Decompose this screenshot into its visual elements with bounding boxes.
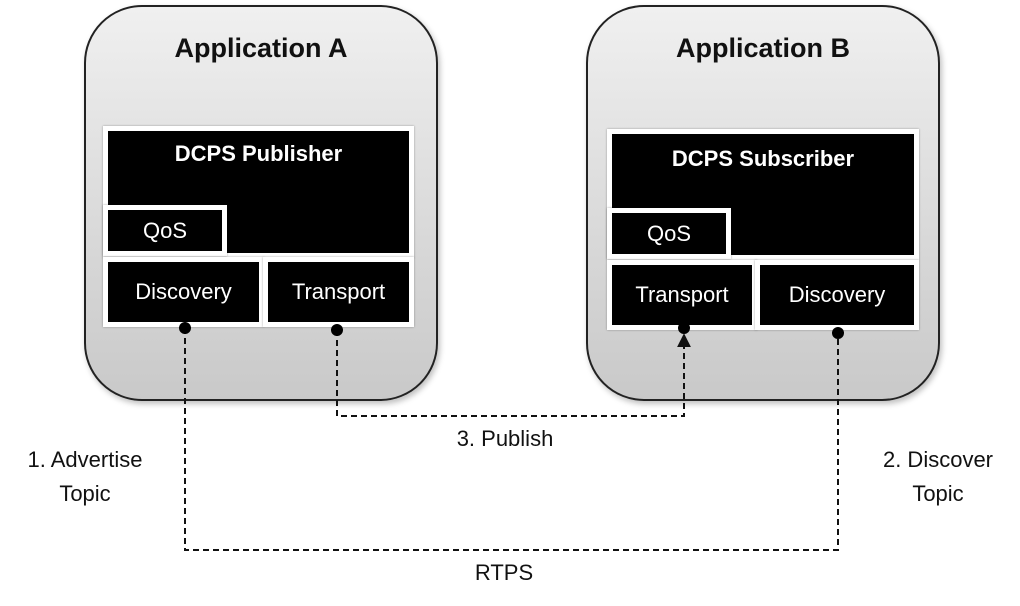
- rtps-discovery-line: [184, 328, 839, 551]
- discover-label-line1: 2. Discover: [882, 447, 994, 472]
- publisher-discovery-block: Discovery: [103, 257, 264, 327]
- subscriber-transport-endpoint-dot: [678, 322, 690, 334]
- publish-line: [336, 330, 691, 417]
- subscriber-qos-block: QoS: [607, 208, 731, 259]
- dcps-publisher-title: DCPS Publisher: [174, 141, 343, 166]
- dcps-subscriber-title: DCPS Subscriber: [671, 146, 855, 171]
- publish-label: 3. Publish: [456, 426, 554, 451]
- subscriber-discovery-endpoint-dot: [832, 327, 844, 339]
- publisher-transport-block: Transport: [263, 257, 414, 327]
- rtps-label: RTPS: [474, 560, 534, 585]
- discover-topic-label: 2. Discover Topic: [858, 443, 1018, 511]
- advertise-topic-label: 1. Advertise Topic: [5, 443, 165, 511]
- publisher-qos-block: QoS: [103, 205, 227, 256]
- dcps-publisher-block: DCPS Publisher: [103, 126, 414, 258]
- application-a-title: Application A: [174, 33, 348, 63]
- advertise-label-line1: 1. Advertise: [27, 447, 143, 472]
- application-b-title: Application B: [676, 33, 850, 63]
- advertise-label-line2: Topic: [59, 481, 111, 506]
- subscriber-transport-block: Transport: [607, 260, 757, 330]
- discover-label-line2: Topic: [912, 481, 964, 506]
- publisher-discovery-endpoint-dot: [179, 322, 191, 334]
- publisher-transport-endpoint-dot: [331, 324, 343, 336]
